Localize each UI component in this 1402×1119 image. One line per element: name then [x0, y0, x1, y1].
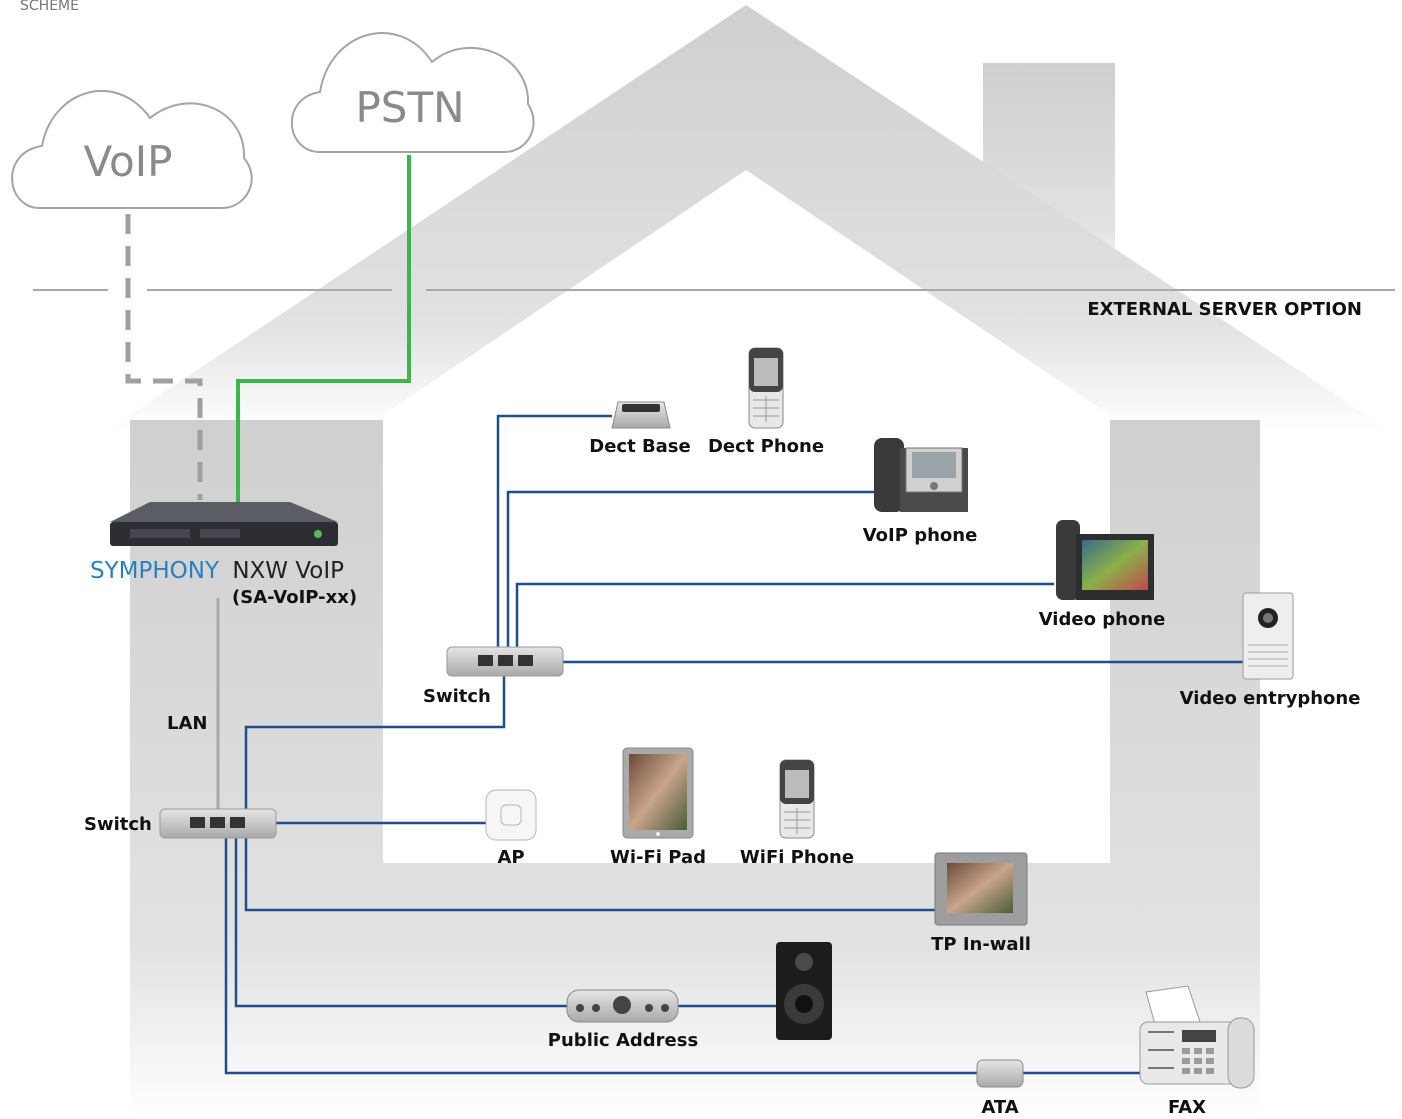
- wifi-phone-device: [779, 759, 815, 839]
- voip-dashed-link: [125, 214, 203, 500]
- wifi-phone-label: WiFi Phone: [740, 847, 854, 868]
- video-entryphone-label: Video entryphone: [1180, 688, 1361, 709]
- lan-label: LAN: [167, 713, 207, 734]
- house-inner-room: [383, 170, 1110, 863]
- ata-device: [976, 1059, 1024, 1088]
- pstn-cloud-label: PSTN: [355, 83, 464, 132]
- dect-base-device: [611, 401, 671, 429]
- link-dect-base: [496, 414, 612, 648]
- connections: [125, 155, 1243, 1075]
- dect-phone-device: [748, 347, 784, 429]
- access-point-device: [485, 789, 537, 841]
- video-phone-label: Video phone: [1039, 609, 1166, 630]
- video-phone-device: [1056, 520, 1154, 600]
- scheme-label: SCHEME: [20, 0, 79, 14]
- fax-label: FAX: [1168, 1097, 1206, 1118]
- voip-cloud-label: VoIP: [84, 137, 173, 186]
- public-address-device: [566, 989, 679, 1023]
- upper-switch-label: Switch: [423, 686, 491, 707]
- wifi-pad-label: Wi-Fi Pad: [610, 847, 706, 868]
- external-server-divider: EXTERNAL SERVER OPTION: [33, 289, 1395, 320]
- server-product: NXW VoIP: [232, 558, 344, 584]
- link-video-phone: [515, 582, 1054, 648]
- dect-base-label: Dect Base: [589, 436, 690, 457]
- tp-inwall-device: [934, 852, 1028, 926]
- upper-switch: [446, 646, 564, 677]
- voip-cloud: VoIP: [11, 90, 253, 209]
- main-switch-label: Switch: [84, 814, 152, 835]
- external-server-option-label: EXTERNAL SERVER OPTION: [1087, 299, 1362, 320]
- ata-label: ATA: [981, 1097, 1018, 1118]
- link-switch-upper: [244, 676, 506, 809]
- video-entryphone-device: [1242, 592, 1294, 680]
- link-voip-phone: [506, 490, 878, 648]
- link-ata: [224, 838, 977, 1075]
- public-address-label: Public Address: [548, 1030, 698, 1051]
- server-model: (SA-VoIP-xx): [232, 587, 357, 608]
- symphony-server: SYMPHONY NXW VoIP (SA-VoIP-xx): [90, 502, 357, 608]
- voip-phone-label: VoIP phone: [863, 525, 978, 546]
- pstn-cloud: PSTN: [290, 32, 535, 153]
- tp-inwall-label: TP In-wall: [931, 934, 1031, 955]
- dect-phone-label: Dect Phone: [708, 436, 824, 457]
- main-switch: [159, 808, 277, 839]
- wifi-pad-device: [622, 747, 694, 839]
- pstn-green-link: [236, 155, 411, 502]
- speaker-device: [776, 942, 832, 1040]
- link-public-address: [234, 838, 568, 1008]
- link-tp-inwall: [244, 838, 936, 912]
- server-name: SYMPHONY NXW VoIP: [90, 558, 344, 584]
- ap-label: AP: [497, 847, 524, 868]
- fax-device: [1139, 985, 1255, 1089]
- server-brand: SYMPHONY: [90, 558, 220, 584]
- voip-phone-device: [874, 438, 968, 512]
